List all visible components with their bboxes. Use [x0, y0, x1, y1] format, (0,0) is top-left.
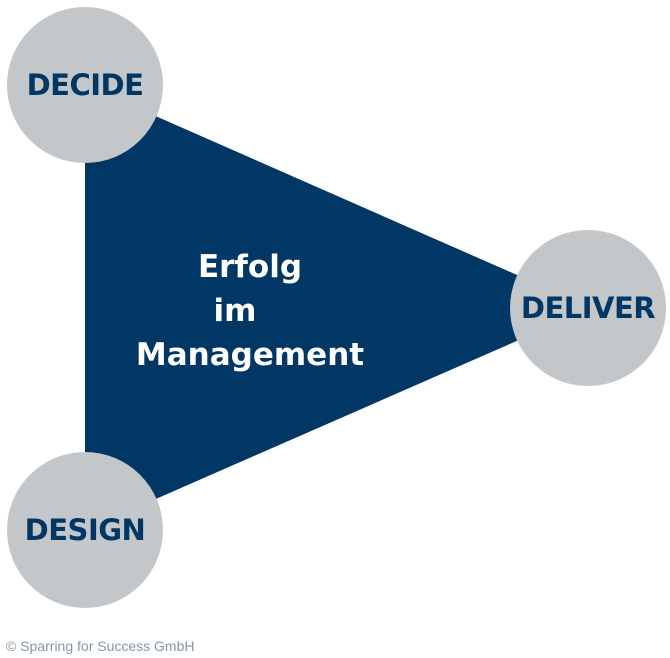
node-deliver-label: DELIVER [520, 291, 656, 325]
node-design: DESIGN [7, 452, 163, 608]
triangle [85, 85, 592, 530]
node-deliver: DELIVER [510, 230, 666, 386]
center-line-3: Management [135, 337, 365, 373]
copyright-footer: © Sparring for Success GmbH [6, 638, 195, 654]
node-design-label: DESIGN [24, 513, 146, 547]
center-line-2: im [213, 293, 257, 329]
center-line-1: Erfolg [197, 249, 303, 285]
center-label: Erfolg im Management [120, 245, 380, 377]
node-decide-label: DECIDE [26, 68, 144, 102]
node-decide: DECIDE [7, 7, 163, 163]
